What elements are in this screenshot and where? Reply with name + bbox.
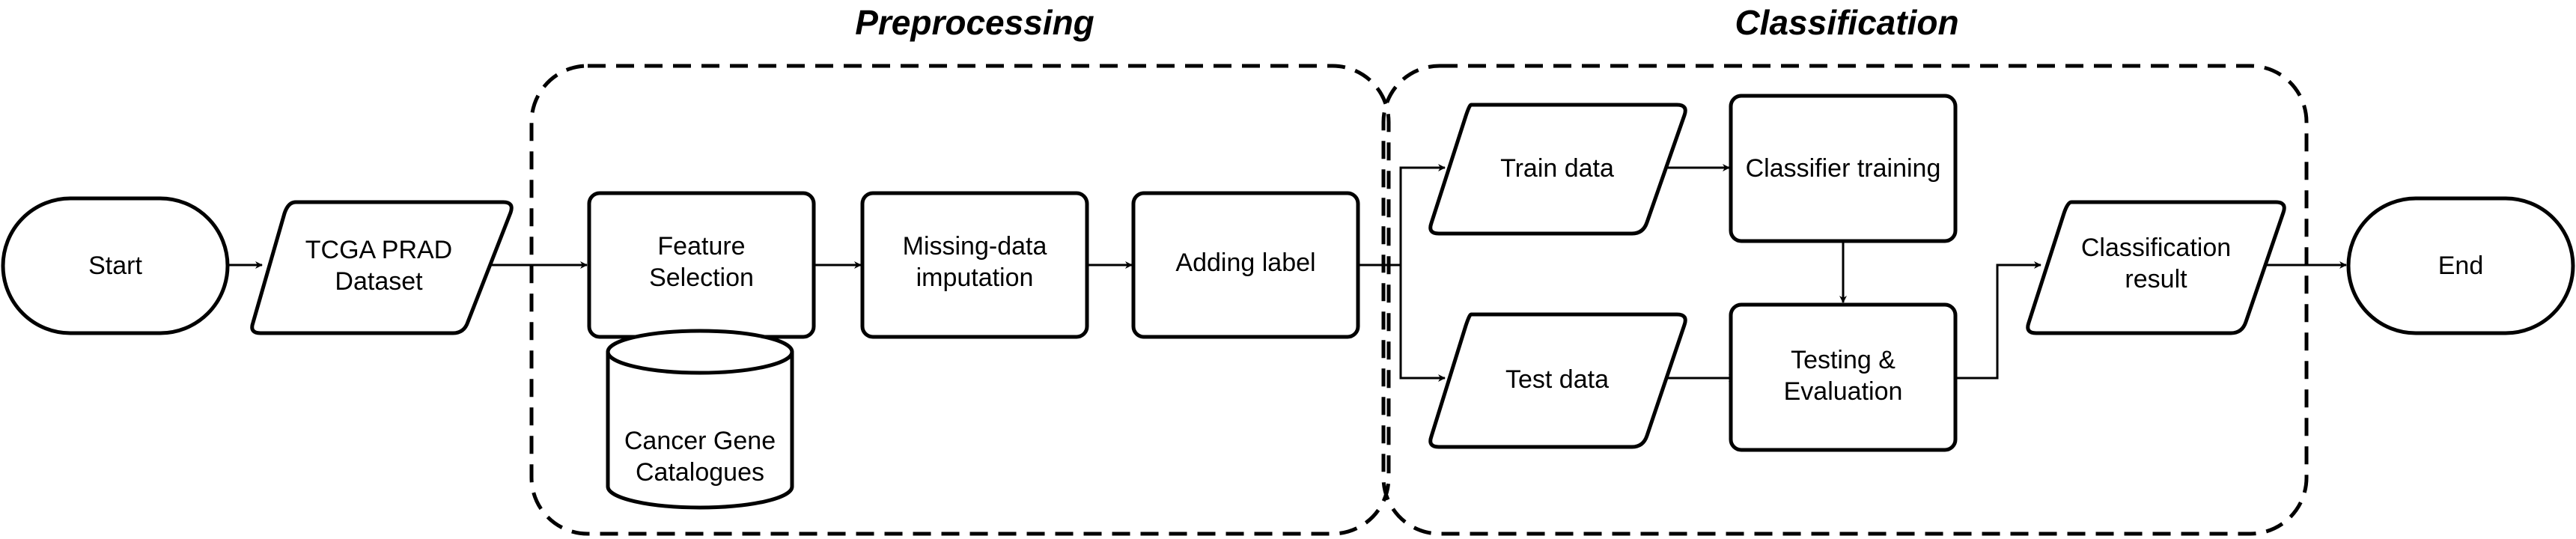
preprocessing-title: Preprocessing <box>855 3 1094 42</box>
dataset-node: TCGA PRAD Dataset <box>250 200 514 335</box>
start-node: Start <box>1 196 230 335</box>
adding-label-text: Adding label <box>1175 249 1315 277</box>
train-data-node: Train data <box>1428 103 1687 236</box>
classifier-training-node: Classifier training <box>1729 94 1958 243</box>
dataset-label-line1: TCGA PRAD <box>305 236 452 264</box>
classification-group <box>1381 64 2309 536</box>
testing-line2: Evaluation <box>1784 377 1903 406</box>
adding-label-node: Adding label <box>1131 191 1360 339</box>
dataset-label-line2: Dataset <box>335 267 423 296</box>
catalogues-node: Cancer Gene Catalogues <box>606 329 794 510</box>
train-data-label: Train data <box>1500 154 1614 183</box>
testing-line1: Testing & <box>1791 346 1896 374</box>
preprocessing-group <box>529 64 1391 536</box>
result-node: Classification result <box>2026 200 2286 335</box>
test-data-label: Test data <box>1505 365 1609 394</box>
catalogues-line1: Cancer Gene <box>624 427 776 455</box>
imputation-line2: imputation <box>916 264 1034 292</box>
end-label: End <box>2438 252 2484 280</box>
classification-title: Classification <box>1735 3 1958 42</box>
edges <box>228 164 2347 382</box>
feature-selection-line2: Selection <box>649 264 754 292</box>
end-node: End <box>2346 196 2575 335</box>
test-data-node: Test data <box>1428 312 1687 449</box>
classifier-training-label: Classifier training <box>1746 154 1941 183</box>
feature-selection-line1: Feature <box>657 232 745 261</box>
testing-node: Testing & Evaluation <box>1729 302 1958 452</box>
imputation-node: Missing-data imputation <box>860 191 1089 339</box>
feature-selection-node: Feature Selection <box>587 191 816 339</box>
imputation-line1: Missing-data <box>903 232 1047 261</box>
result-line1: Classification <box>2081 234 2231 262</box>
result-line2: result <box>2125 265 2187 293</box>
start-label: Start <box>88 252 142 280</box>
catalogues-line2: Catalogues <box>636 458 764 487</box>
